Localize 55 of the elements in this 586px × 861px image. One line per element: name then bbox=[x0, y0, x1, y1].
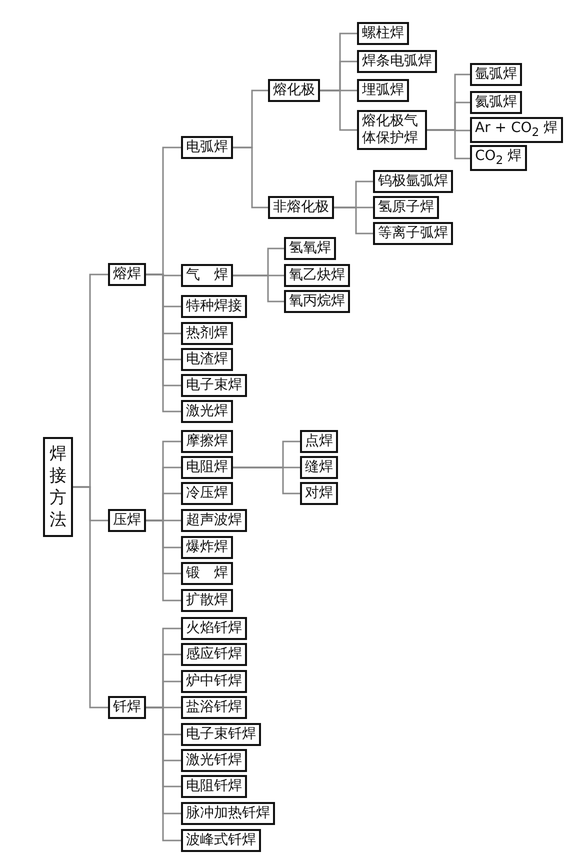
method-box: 非熔化极 bbox=[268, 196, 334, 218]
method-box: 氧乙炔焊 bbox=[284, 264, 350, 286]
connector-line bbox=[427, 129, 470, 160]
method-box: 电渣焊 bbox=[181, 348, 233, 370]
method-box: 感应钎焊 bbox=[181, 642, 247, 666]
method-box: 锻 焊 bbox=[181, 562, 233, 584]
connector-line bbox=[334, 206, 373, 234]
method-box: 气 焊 bbox=[181, 264, 233, 286]
method-box: 缝焊 bbox=[300, 456, 338, 478]
connector-line bbox=[146, 274, 181, 412]
method-box: 钎焊 bbox=[108, 696, 146, 718]
connector-line bbox=[320, 90, 357, 131]
method-box: 电子束钎焊 bbox=[181, 722, 261, 746]
method-box: 焊接方法 bbox=[43, 437, 73, 537]
connector-line bbox=[233, 466, 300, 494]
connector-line bbox=[233, 274, 284, 302]
connector-line bbox=[146, 520, 181, 602]
method-box: 熔化极气体保护焊 bbox=[357, 110, 427, 150]
method-box: 氢氧焊 bbox=[284, 236, 336, 260]
method-box: 压焊 bbox=[108, 508, 146, 532]
method-box: 电子束焊 bbox=[181, 374, 247, 396]
method-box: 螺柱焊 bbox=[357, 22, 409, 44]
method-box: 激光钎焊 bbox=[181, 748, 247, 772]
method-box: 氦弧焊 bbox=[470, 90, 522, 114]
connector-line bbox=[233, 146, 268, 208]
method-box: 熔化极 bbox=[268, 78, 320, 102]
method-box: Ar + CO$_{2}$ 焊 bbox=[470, 116, 563, 144]
method-box: 对焊 bbox=[300, 482, 338, 504]
method-box: 脉冲加热钎焊 bbox=[181, 802, 275, 824]
method-box: 波峰式钎焊 bbox=[181, 828, 261, 852]
method-box: 特种焊接 bbox=[181, 294, 247, 318]
method-box: 电弧焊 bbox=[181, 136, 233, 158]
method-box: 氢原子焊 bbox=[373, 196, 439, 218]
method-box: 爆炸焊 bbox=[181, 536, 233, 558]
method-box: 盐浴钎焊 bbox=[181, 696, 247, 718]
method-box: 摩擦焊 bbox=[181, 430, 233, 452]
method-box: 熔焊 bbox=[108, 262, 146, 286]
method-box: 埋弧焊 bbox=[357, 78, 409, 102]
connector-line bbox=[73, 486, 108, 708]
method-box: 电阻钎焊 bbox=[181, 774, 247, 798]
method-box: 火焰钎焊 bbox=[181, 616, 247, 640]
method-box: 超声波焊 bbox=[181, 508, 247, 532]
method-box: 扩散焊 bbox=[181, 588, 233, 612]
method-box: 等离子弧焊 bbox=[373, 222, 453, 244]
method-box: 钨极氩弧焊 bbox=[373, 170, 453, 192]
method-box: 氩弧焊 bbox=[470, 62, 522, 86]
method-box: 电阻焊 bbox=[181, 456, 233, 478]
method-box: 冷压焊 bbox=[181, 482, 233, 504]
method-box: 点焊 bbox=[300, 430, 338, 452]
method-box: 热剂焊 bbox=[181, 322, 233, 344]
method-box: CO$_{2}$ 焊 bbox=[470, 144, 527, 172]
method-box: 焊条电弧焊 bbox=[357, 50, 437, 72]
method-box: 激光焊 bbox=[181, 400, 233, 422]
method-box: 炉中钎焊 bbox=[181, 670, 247, 692]
method-box: 氧丙烷焊 bbox=[284, 290, 350, 312]
